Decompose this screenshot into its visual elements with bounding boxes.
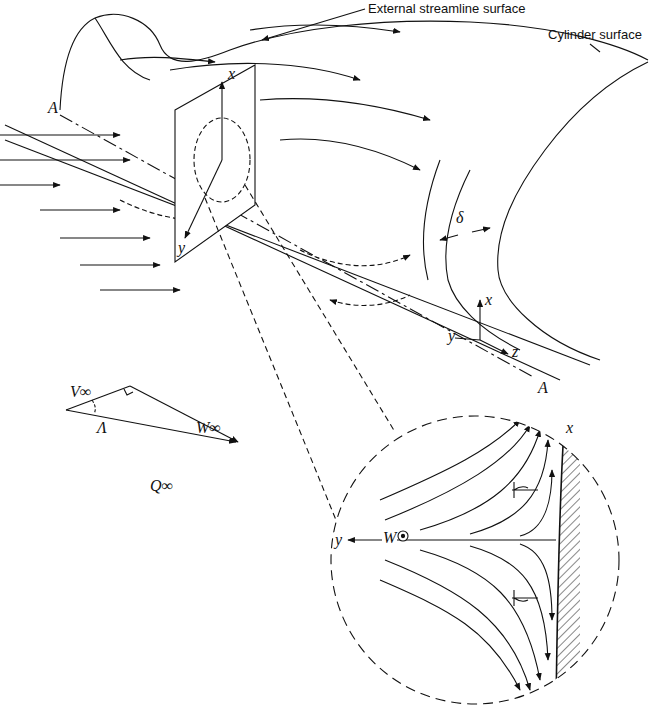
- part-label: External streamline surface: [368, 2, 526, 15]
- axis-label: y: [334, 532, 343, 548]
- axis-label: z: [512, 344, 518, 360]
- axis-label: x: [485, 292, 492, 308]
- velocity-label: V∞: [70, 384, 91, 400]
- part-label: Cylinder surface: [548, 28, 642, 41]
- velocity-label: Q∞: [150, 478, 173, 494]
- thickness-symbol: δ: [456, 210, 463, 226]
- section-letter: A: [538, 380, 548, 396]
- velocity-label: W: [382, 530, 397, 546]
- axis-label: x: [566, 420, 573, 436]
- velocity-label: W∞: [196, 420, 221, 436]
- section-letter: A: [48, 100, 58, 116]
- axis-label: y: [178, 240, 185, 256]
- axis-label: x: [228, 66, 235, 82]
- angle-label: Λ: [97, 420, 107, 436]
- axis-label: y: [448, 328, 455, 344]
